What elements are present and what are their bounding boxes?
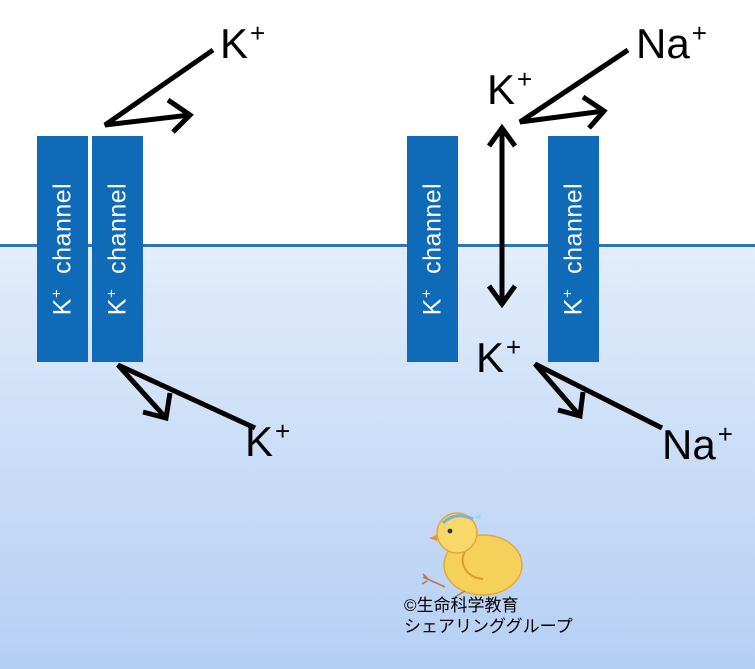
ion-label-right-k-bottom: K+: [476, 332, 522, 381]
influx-arrow-left-head: [142, 392, 173, 422]
double-arrow: [486, 123, 518, 309]
copyright-notice: ©生命科学教育 シェアリンググループ: [404, 595, 573, 637]
copyright-line-2: シェアリンググループ: [404, 617, 573, 636]
ion-label-left-bottom: K+: [245, 416, 291, 465]
ion-label-left-top: K+: [220, 18, 266, 67]
ion-label-right-na-bottom: Na+: [662, 419, 733, 468]
na-arrow-bottom: [533, 361, 664, 431]
na-arrow-top-head: [581, 94, 608, 130]
membrane-surface-line: [0, 244, 755, 247]
k-channel-right-2: K+ channel: [548, 136, 599, 362]
na-arrow-bottom-head: [557, 391, 586, 420]
efflux-arrow-left-head: [166, 97, 194, 134]
ion-label-right-k-top: K+: [487, 64, 533, 113]
ion-label-right-na-top: Na+: [636, 18, 707, 67]
k-channel-left-1: K+ channel: [37, 136, 88, 362]
copyright-line-1: ©生命科学教育: [404, 596, 519, 615]
k-channel-right-1: K+ channel: [407, 136, 458, 362]
na-arrow-top: [518, 47, 630, 125]
chick-icon: [421, 512, 523, 598]
efflux-arrow-left: [103, 47, 215, 128]
influx-arrow-left: [116, 362, 257, 431]
k-channel-left-2: K+ channel: [92, 136, 143, 362]
